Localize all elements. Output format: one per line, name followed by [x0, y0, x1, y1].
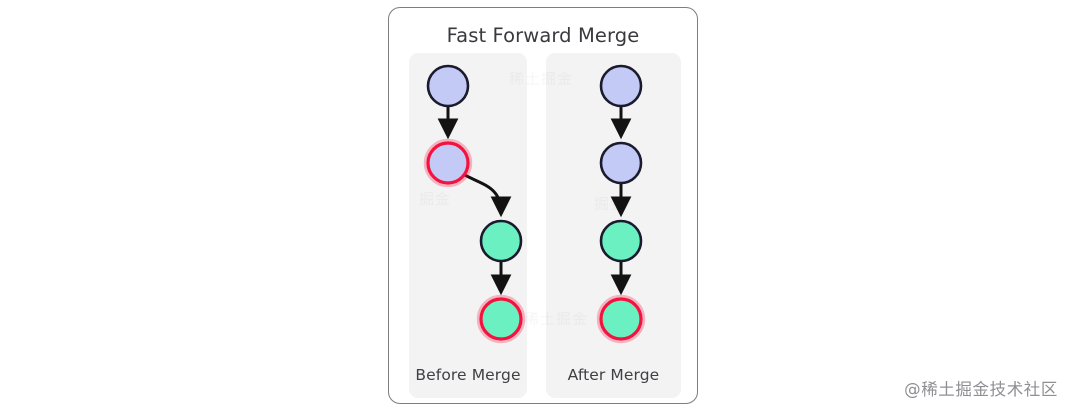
site-watermark: @稀土掘金技术社区 — [904, 380, 1058, 399]
commit-node-before-b1[interactable] — [426, 64, 470, 108]
commit-node-after-a1[interactable] — [599, 64, 643, 108]
commit-node-after-a4[interactable] — [599, 297, 643, 341]
commit-node-before-b2[interactable] — [426, 141, 470, 185]
panel-label-after-merge: After Merge — [567, 366, 660, 384]
ghost-watermark: 掘金 — [418, 189, 452, 209]
commit-node-before-b4[interactable] — [479, 297, 523, 341]
fast-forward-merge-diagram-card: Fast Forward Merge Before Merge After Me… — [388, 7, 698, 404]
commit-node-after-a2[interactable] — [599, 141, 643, 185]
commit-node-after-a3[interactable] — [599, 219, 643, 263]
ghost-watermark: 掘金 — [593, 194, 627, 214]
diagram-title: Fast Forward Merge — [446, 24, 640, 47]
commit-node-before-b3[interactable] — [479, 219, 523, 263]
ghost-watermark: 稀土掘金 — [508, 69, 574, 89]
nodes-after-merge — [596, 64, 646, 344]
ghost-watermark: 稀土掘金 — [523, 309, 589, 329]
panel-label-before-merge: Before Merge — [415, 366, 521, 384]
